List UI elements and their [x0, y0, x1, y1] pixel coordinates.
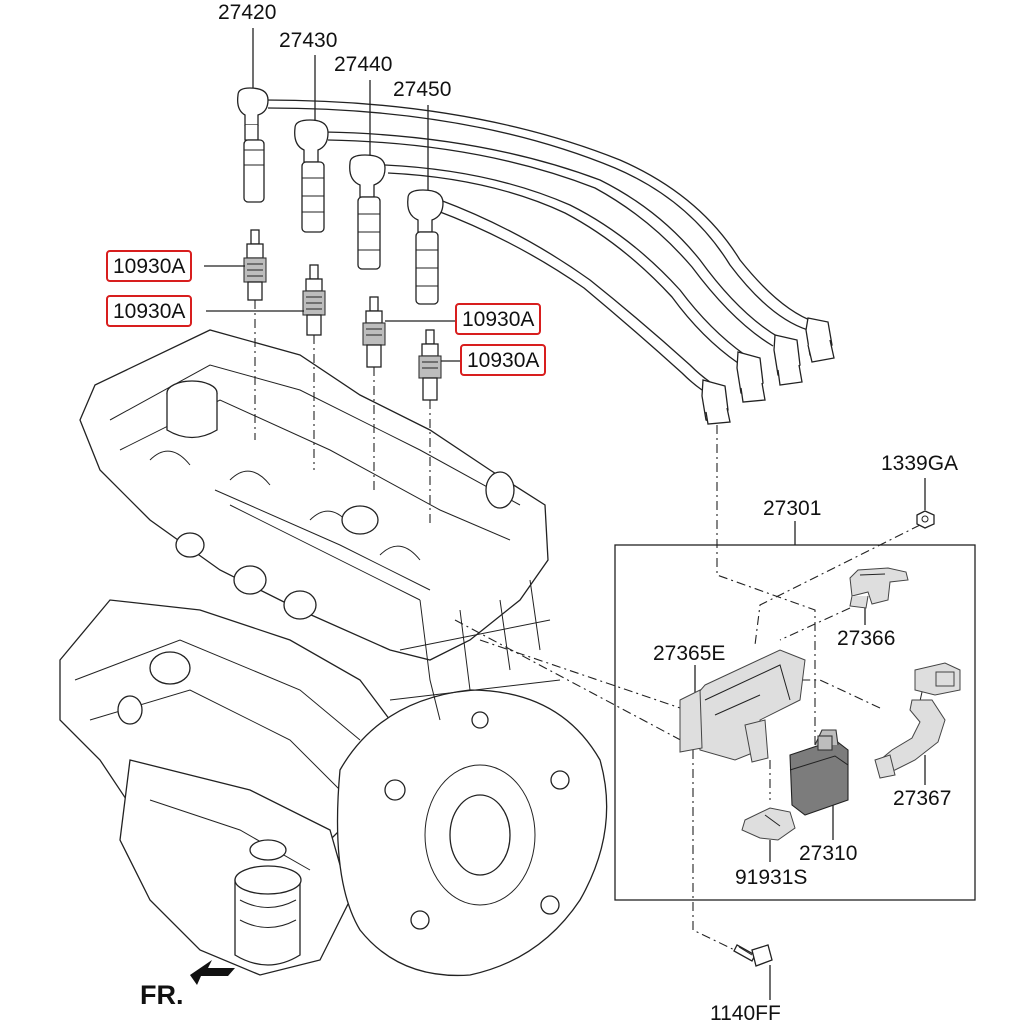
plug-boot-4: [407, 189, 444, 305]
label-27430: 27430: [279, 29, 338, 52]
ignition-cables: [237, 87, 835, 425]
label-27366: 27366: [837, 627, 896, 650]
engine-block: [59, 329, 608, 977]
label-27301: 27301: [763, 497, 822, 520]
label-1339GA: 1339GA: [881, 452, 959, 475]
front-direction-label: FR.: [140, 980, 184, 1010]
bolt-1140FF: [733, 944, 773, 967]
label-spark-plug-2: 10930A: [106, 295, 193, 327]
label-spark-plug-3: 10930A: [455, 303, 542, 335]
spark-plug-3: [362, 296, 386, 368]
spark-plug-4: [418, 329, 442, 401]
ignition-coil-assembly: [679, 510, 961, 841]
nut-1339GA: [916, 510, 935, 529]
spark-plug-1: [243, 229, 267, 301]
bracket-91931S: [741, 807, 796, 841]
plug-boot-3: [349, 154, 386, 270]
label-27367: 27367: [893, 787, 952, 810]
ignition-coil-27310: [789, 729, 849, 816]
label-27440: 27440: [334, 53, 393, 76]
label-spark-plug-4: 10930A: [460, 344, 547, 376]
wiring-harness-27367: [874, 662, 961, 779]
front-arrow-icon: [190, 960, 235, 985]
spark-plug-2: [302, 264, 326, 336]
plug-boot-1: [237, 87, 269, 203]
label-91931S: 91931S: [735, 866, 808, 889]
label-27450: 27450: [393, 78, 452, 101]
label-27365E: 27365E: [653, 642, 726, 665]
spark-plugs: [243, 229, 442, 401]
plug-boot-2: [294, 119, 329, 233]
label-1140FF: 1140FF: [710, 1002, 781, 1025]
label-27420: 27420: [218, 1, 277, 24]
clip-27366: [849, 567, 909, 609]
label-27310: 27310: [799, 842, 858, 865]
label-spark-plug-1: 10930A: [106, 250, 193, 282]
bracket-27365E: [679, 649, 806, 763]
